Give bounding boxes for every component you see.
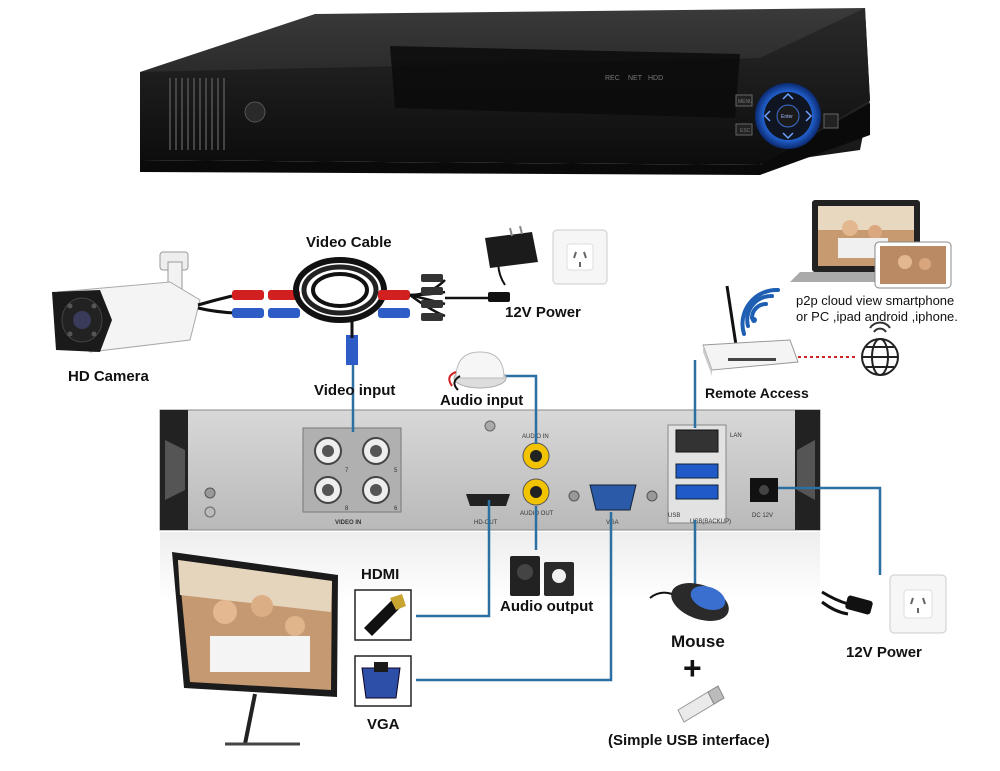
- p2p-description-line2: or PC ,ipad android ,iphone.: [796, 309, 958, 324]
- usb-port-2: [675, 484, 719, 500]
- usb-port-1: [675, 463, 719, 479]
- bnc-port-4: [362, 476, 390, 504]
- wifi-icon: [740, 287, 780, 336]
- port-number: 7: [345, 468, 349, 474]
- power-splitter: [409, 279, 490, 318]
- usb-stick-image: [677, 685, 725, 723]
- plus-sign: +: [683, 650, 702, 686]
- monitor-image: [172, 552, 338, 746]
- indicator-rec: REC: [605, 75, 620, 82]
- indicator-net: NET: [628, 75, 643, 82]
- camera-cable: [197, 294, 236, 315]
- lan-label: LAN: [730, 433, 742, 439]
- usb-front-port: [823, 113, 839, 129]
- vga-output-label: VGA: [367, 716, 400, 733]
- connection-lines: [351, 360, 882, 682]
- esc-button-label: ESC: [740, 128, 751, 134]
- speakers-image: [510, 556, 574, 596]
- audio-input-label: Audio input: [440, 392, 524, 409]
- power-adapter-image: [485, 225, 538, 286]
- vga-cable-box: [354, 655, 412, 707]
- bnc-port-2: [362, 437, 390, 465]
- esc-button[interactable]: [735, 123, 753, 136]
- lan-port: [675, 429, 719, 453]
- wall-socket-top: [552, 229, 608, 285]
- hd-camera-image: [52, 251, 201, 353]
- audio-input-microphone: [448, 351, 507, 391]
- indicator-hdd: HDD: [648, 75, 663, 82]
- enter-button[interactable]: [776, 104, 800, 128]
- power-right-label: 12V Power: [846, 644, 922, 661]
- video-input-label: Video input: [314, 382, 396, 399]
- mouse-image: [649, 583, 729, 621]
- power-cable-right: [821, 590, 873, 616]
- hdmi-label: HDMI: [361, 566, 400, 583]
- video-cable-coil: [293, 257, 387, 323]
- video-in-label: VIDEO IN: [335, 520, 361, 526]
- menu-button-label: MENU: [738, 99, 753, 105]
- mouse-label: Mouse: [671, 632, 725, 651]
- usb-backup-label: USB(BACKUP): [690, 519, 731, 525]
- hd-camera-label: HD Camera: [68, 368, 149, 385]
- dvr-front-unit: REC NET HDD MENU ESC Enter: [140, 8, 870, 175]
- usb-interface-label: (Simple USB interface): [608, 732, 770, 749]
- power-plug-red: [232, 290, 264, 300]
- p2p-description-line1: p2p cloud view smartphone: [796, 293, 955, 308]
- remote-access-label: Remote Access: [705, 385, 809, 401]
- router-image: [702, 285, 799, 376]
- enter-button-label: Enter: [781, 114, 793, 120]
- dc-label: DC 12V: [752, 513, 773, 519]
- port-number: 8: [345, 506, 349, 512]
- dvr-rear-panel: 7 5 8 6 VIDEO IN AUDIO IN AUDIO OUT HD-O…: [159, 409, 821, 531]
- bnc-port-3: [314, 476, 342, 504]
- usb-label: USB: [668, 513, 680, 519]
- vga-port: [589, 484, 637, 511]
- audio-out-port: [522, 478, 550, 506]
- hdmi-cable-box: [354, 589, 412, 641]
- p2p-devices-image: [790, 200, 952, 289]
- internet-globe-icon: [861, 321, 899, 376]
- port-number: 6: [394, 506, 398, 512]
- audio-in-port: [522, 442, 550, 470]
- video-plug-down: [346, 335, 358, 365]
- bnc-port-1: [314, 437, 342, 465]
- menu-button[interactable]: [735, 94, 753, 107]
- power-adapter-label: 12V Power: [505, 304, 581, 321]
- port-number: 5: [394, 468, 398, 474]
- hd-out-label: HD-OUT: [474, 520, 498, 526]
- bnc-plug-blue: [232, 308, 264, 318]
- audio-output-label: Audio output: [500, 598, 594, 615]
- vga-label: VGA: [606, 520, 619, 526]
- wall-socket-right: [889, 574, 947, 634]
- video-cable-label: Video Cable: [306, 234, 392, 251]
